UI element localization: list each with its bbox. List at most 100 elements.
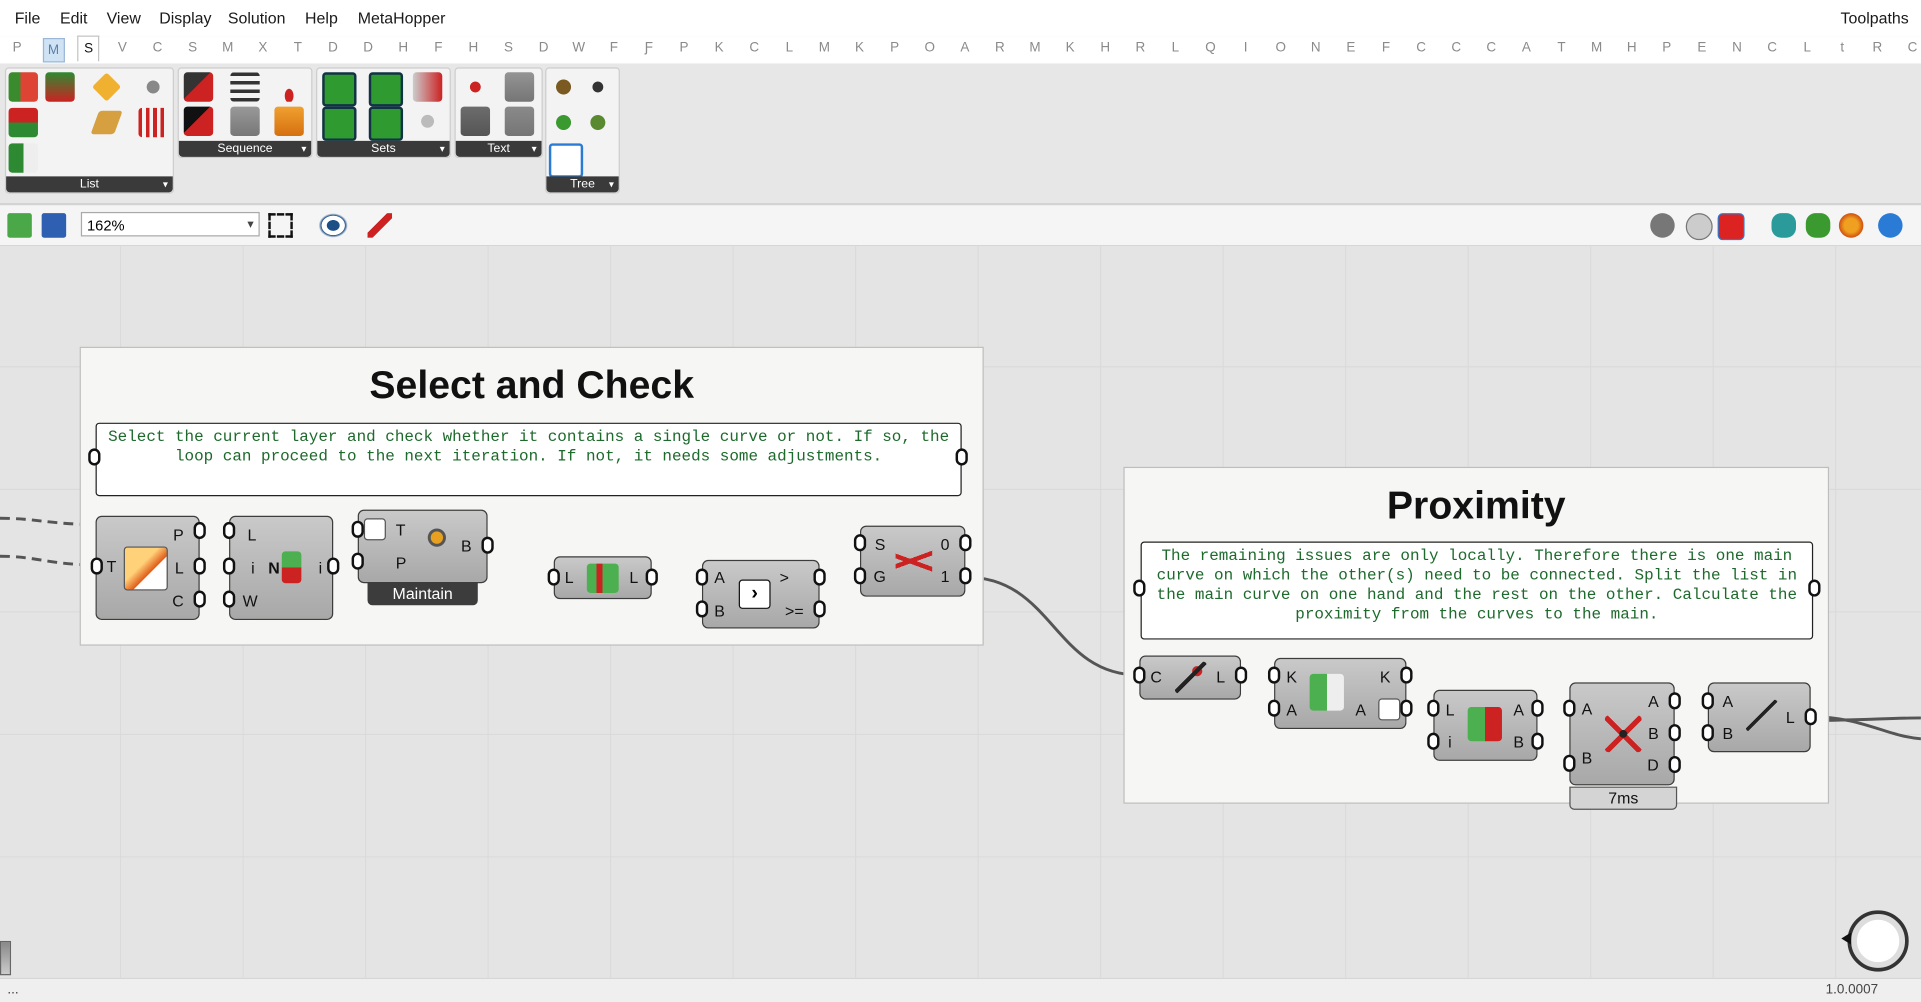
zoom-extents-icon[interactable]: [268, 213, 293, 238]
tree-graft-icon[interactable]: [583, 72, 613, 102]
set-graph-icon[interactable]: [412, 106, 443, 136]
bake-icon[interactable]: [1771, 213, 1796, 238]
component-tab[interactable]: M: [818, 40, 831, 56]
open-file-icon[interactable]: [7, 213, 32, 238]
connector-grip[interactable]: [193, 590, 206, 608]
connector-grip[interactable]: [853, 534, 867, 552]
panel-sequence-label[interactable]: Sequence▾: [178, 140, 312, 157]
connector-grip[interactable]: [1531, 699, 1544, 717]
tree-simplify-icon[interactable]: [548, 107, 579, 138]
connector-grip[interactable]: [853, 567, 867, 585]
component-tab[interactable]: M: [42, 37, 65, 63]
component-tab[interactable]: L: [1803, 40, 1811, 56]
menu-metahopper[interactable]: MetaHopper: [357, 8, 446, 27]
connector-grip[interactable]: [645, 568, 658, 586]
cull-index-icon[interactable]: [183, 106, 214, 136]
connector-grip[interactable]: [1133, 579, 1146, 597]
component-tab[interactable]: C: [749, 40, 760, 56]
split-list-component[interactable]: L i A B: [1433, 689, 1538, 761]
component-tab[interactable]: S: [77, 35, 100, 62]
connector-grip[interactable]: [1701, 692, 1714, 710]
component-tab[interactable]: I: [1243, 40, 1248, 56]
connector-grip[interactable]: [695, 568, 709, 586]
component-tab[interactable]: V: [117, 40, 127, 56]
list-length-icon[interactable]: [45, 72, 75, 102]
sphere-icon[interactable]: [1878, 213, 1903, 238]
connector-grip[interactable]: [1808, 579, 1821, 597]
component-tab[interactable]: S: [188, 40, 198, 56]
component-tab[interactable]: A: [1521, 40, 1531, 56]
connector-grip[interactable]: [813, 568, 826, 586]
connector-grip[interactable]: [1804, 708, 1817, 726]
connector-grip[interactable]: [193, 521, 206, 540]
component-tab[interactable]: O: [1275, 40, 1286, 56]
connector-grip[interactable]: [88, 448, 101, 466]
connector-grip[interactable]: [193, 557, 206, 575]
text-split-icon[interactable]: [460, 72, 491, 102]
component-tab[interactable]: R: [995, 40, 1005, 56]
menu-view[interactable]: View: [106, 8, 141, 27]
selected-icon[interactable]: [1805, 213, 1831, 238]
connector-grip[interactable]: [1668, 724, 1681, 742]
component-tab[interactable]: P: [679, 40, 689, 56]
set-key-icon[interactable]: [412, 72, 443, 102]
panel-tree-label[interactable]: Tree▾: [546, 176, 619, 193]
list-item-component[interactable]: L i W N i: [229, 515, 334, 620]
connector-grip[interactable]: [222, 590, 236, 608]
connector-grip[interactable]: [1133, 666, 1146, 684]
connector-grip[interactable]: [547, 568, 560, 586]
material-icon[interactable]: [1838, 213, 1864, 238]
component-tab[interactable]: P: [890, 40, 900, 56]
connector-grip[interactable]: [1668, 692, 1681, 710]
set-union-icon[interactable]: [322, 72, 357, 107]
connector-grip[interactable]: [1701, 724, 1714, 742]
connector-grip[interactable]: [813, 600, 826, 618]
sketch-pen-icon[interactable]: [367, 213, 393, 238]
connector-grip[interactable]: [1234, 666, 1248, 684]
panel-text-label[interactable]: Text▾: [455, 140, 542, 157]
sort-list-component[interactable]: K A K A: [1274, 657, 1407, 729]
component-tab[interactable]: Ƒ: [644, 40, 654, 56]
component-tab[interactable]: D: [328, 40, 338, 56]
shift-icon[interactable]: [90, 110, 123, 135]
component-tab[interactable]: A: [960, 40, 970, 56]
component-tab[interactable]: t: [1840, 40, 1845, 56]
connector-grip[interactable]: [959, 534, 972, 552]
component-tab[interactable]: F: [609, 40, 618, 56]
list-item-icon[interactable]: [8, 72, 38, 102]
explode-curve-component[interactable]: C L: [1139, 655, 1242, 700]
component-tab[interactable]: D: [538, 40, 549, 56]
connector-grip[interactable]: [1668, 755, 1681, 774]
tree-prune-icon[interactable]: [583, 107, 613, 138]
component-tab[interactable]: N: [1732, 40, 1742, 56]
connector-grip[interactable]: [1400, 699, 1413, 717]
connector-grip[interactable]: [959, 567, 972, 585]
list-length-component[interactable]: L L: [553, 556, 652, 600]
sort-icon[interactable]: [8, 143, 38, 173]
connector-grip[interactable]: [481, 536, 494, 554]
curve-proximity-component[interactable]: A B A B D: [1569, 682, 1675, 786]
connector-grip[interactable]: [695, 600, 709, 618]
component-tab[interactable]: C: [1451, 40, 1462, 56]
component-tab[interactable]: E: [1346, 40, 1356, 56]
component-tab[interactable]: C: [1767, 40, 1777, 56]
component-tab[interactable]: W: [572, 40, 586, 56]
menu-solution[interactable]: Solution: [227, 8, 286, 27]
sift-pattern-component[interactable]: T P B: [357, 509, 488, 584]
component-tab[interactable]: Q: [1205, 40, 1216, 56]
connector-grip[interactable]: [1267, 666, 1281, 684]
connector-grip[interactable]: [1563, 699, 1576, 717]
connector-grip[interactable]: [327, 557, 340, 575]
component-tab[interactable]: T: [1557, 40, 1566, 56]
wireframe-icon[interactable]: [1685, 213, 1713, 241]
component-tab[interactable]: K: [1065, 40, 1075, 56]
cull-pattern-icon[interactable]: [183, 72, 214, 102]
component-tab[interactable]: P: [12, 40, 22, 56]
connector-grip[interactable]: [1563, 754, 1576, 772]
component-tab[interactable]: M: [1590, 40, 1603, 56]
tree-path-icon[interactable]: [548, 143, 584, 178]
set-difference-icon[interactable]: [322, 106, 357, 141]
series-icon[interactable]: [230, 72, 260, 102]
box-icon[interactable]: [274, 106, 304, 136]
panel-sets-label[interactable]: Sets▾: [317, 140, 450, 157]
